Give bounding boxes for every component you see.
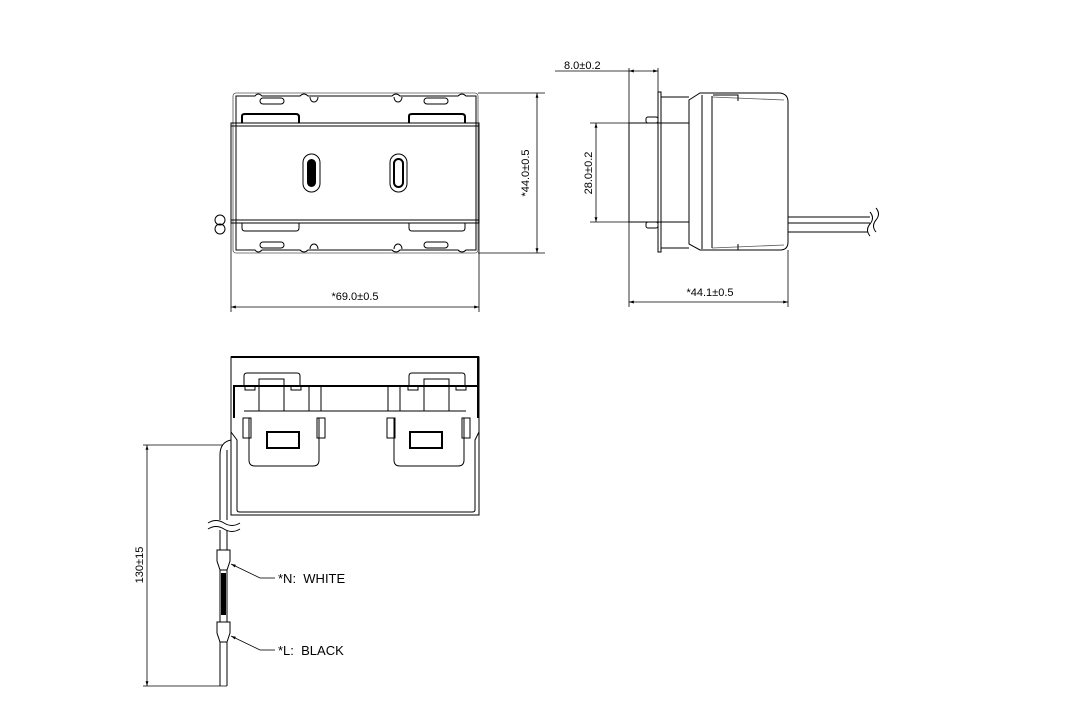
leader-white: *N: WHITE bbox=[230, 563, 345, 586]
dimension-cable-length: 130±15 bbox=[134, 444, 227, 687]
leader-black: *L: BLACK bbox=[230, 635, 344, 658]
main-body bbox=[688, 92, 789, 251]
wire-n-label: *N: WHITE bbox=[278, 571, 345, 586]
height-dim-label: *44.0±0.5 bbox=[520, 149, 532, 196]
bottom-view: *N: WHITE *L: BLACK bbox=[207, 356, 480, 686]
wire-ferrule-black bbox=[216, 621, 231, 643]
usb-c-port-left bbox=[302, 153, 321, 193]
usb-c-port-right bbox=[389, 153, 408, 193]
depth-dim-label: *44.1±0.5 bbox=[686, 287, 733, 299]
side-view bbox=[628, 91, 879, 253]
mounting-screw-icon bbox=[214, 214, 226, 235]
dimension-depth: *44.1±0.5 bbox=[628, 222, 789, 307]
plug-body bbox=[628, 122, 690, 223]
front-view bbox=[214, 92, 480, 254]
wire-l-label: *L: BLACK bbox=[278, 643, 344, 658]
faceplate bbox=[230, 122, 480, 224]
dimension-plug-height: 28.0±0.2 bbox=[583, 122, 629, 223]
plug-height-dim-label: 28.0±0.2 bbox=[583, 152, 595, 195]
cable-bottom bbox=[207, 439, 241, 686]
dimension-flange: 8.0±0.2 bbox=[555, 60, 659, 123]
dimension-width-front: *69.0±0.5 bbox=[230, 223, 480, 312]
cable-length-dim-label: 130±15 bbox=[134, 547, 146, 584]
width-dim-label: *69.0±0.5 bbox=[331, 291, 378, 303]
dimension-height-front: *44.0±0.5 bbox=[478, 92, 545, 254]
wire-ferrule-white bbox=[216, 549, 231, 571]
flange-dim-label: 8.0±0.2 bbox=[564, 60, 601, 72]
cable-side bbox=[788, 207, 879, 237]
